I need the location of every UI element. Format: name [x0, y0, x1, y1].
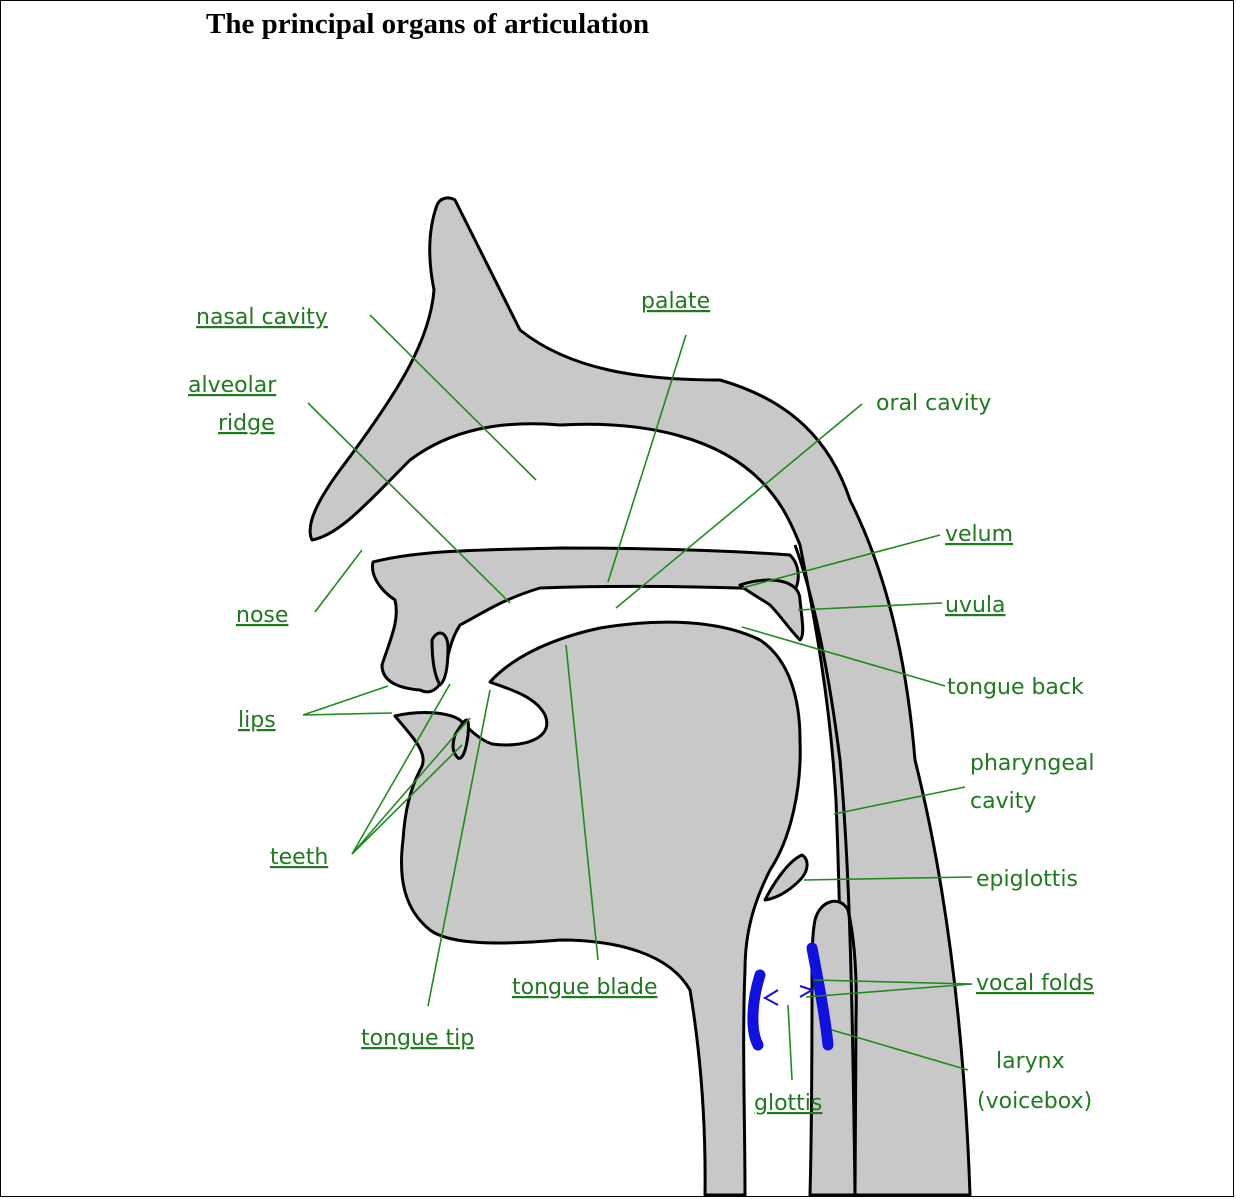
glottis-arrows — [765, 986, 812, 1005]
label-tongue-back: tongue back — [947, 675, 1084, 700]
label-velum[interactable]: velum — [945, 522, 1013, 547]
label-larynx: larynx — [996, 1049, 1065, 1074]
label-alveolar[interactable]: alveolar — [188, 373, 277, 398]
label-voicebox: (voicebox) — [977, 1089, 1092, 1114]
label-cavity: cavity — [970, 789, 1036, 814]
leader-nose — [315, 550, 362, 612]
label-tongue-blade[interactable]: tongue blade — [512, 975, 658, 1000]
label-vocal-folds[interactable]: vocal folds — [976, 971, 1094, 996]
label-palate[interactable]: palate — [641, 289, 710, 314]
label-tongue-tip[interactable]: tongue tip — [361, 1026, 474, 1051]
velum-tissue — [740, 580, 803, 640]
label-glottis[interactable]: glottis — [754, 1091, 822, 1116]
label-ridge[interactable]: ridge — [218, 411, 275, 436]
label-teeth[interactable]: teeth — [270, 845, 328, 870]
label-lips[interactable]: lips — [238, 708, 276, 733]
label-pharyngeal: pharyngeal — [970, 751, 1095, 776]
leader-glottis — [788, 1005, 792, 1080]
label-epiglottis: epiglottis — [976, 867, 1078, 892]
vocal-fold-front — [753, 975, 760, 1045]
label-uvula[interactable]: uvula — [945, 593, 1006, 618]
label-nasal-cavity[interactable]: nasal cavity — [196, 305, 328, 330]
label-nose[interactable]: nose — [236, 603, 288, 628]
tongue-jaw-tissue — [395, 622, 800, 1195]
label-oral-cavity: oral cavity — [876, 391, 991, 416]
leader-lips-upper — [303, 686, 388, 715]
leader-lips-lower — [303, 713, 392, 715]
